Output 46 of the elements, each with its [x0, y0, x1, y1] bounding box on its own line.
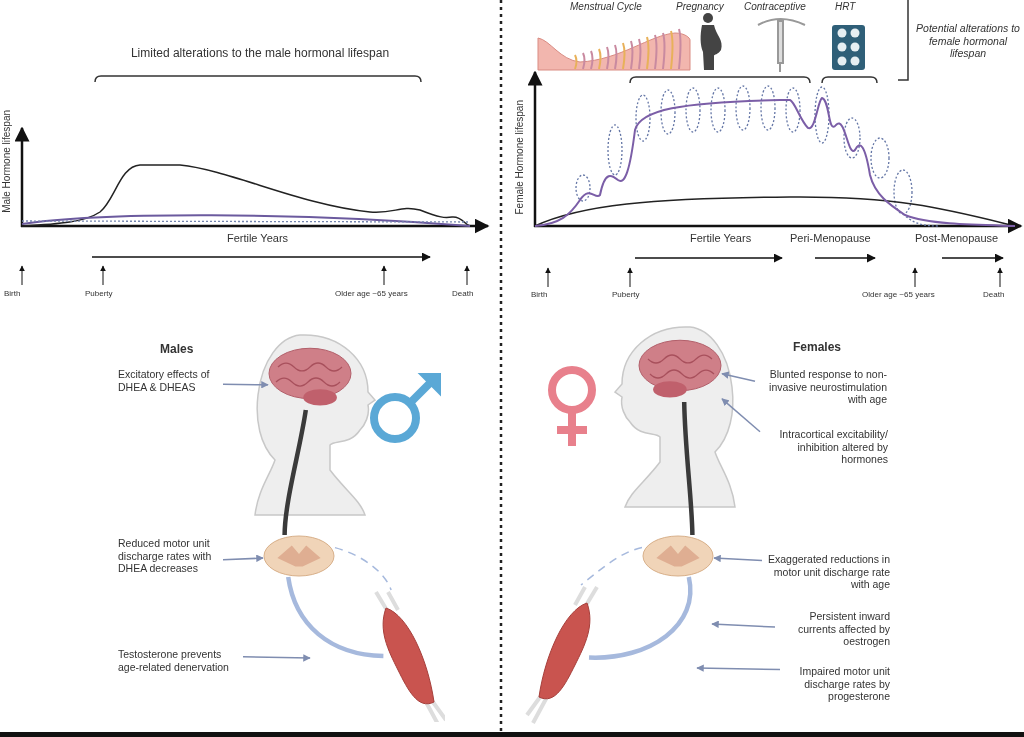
timeline-label: Older age ~65 years — [335, 289, 408, 299]
arrow — [713, 554, 763, 563]
icon-caption: HRT — [835, 1, 856, 13]
arrow — [711, 620, 776, 629]
timeline-label: Puberty — [612, 290, 640, 300]
callout-text: Impaired motor unit discharge rates by progesterone — [780, 665, 890, 703]
arrow — [696, 664, 781, 672]
callout-text: Blunted response to non-invasive neurostimulation with age — [755, 368, 887, 406]
timeline-label: Puberty — [85, 289, 113, 299]
axis-title: Female Hormone lifespan — [514, 100, 526, 215]
arrow — [721, 398, 761, 433]
panel-heading: Males — [160, 342, 194, 357]
phase-label: Peri-Menopause — [790, 232, 871, 246]
callout-text: Exaggerated reductions in motor unit discharge rate with age — [762, 553, 890, 591]
callout-text: Intracortical excitability/ inhibition altered by hormones — [760, 428, 888, 466]
callout-text: Excitatory effects of DHEA & DHEAS — [118, 368, 223, 394]
spinal-cord-drawing — [642, 535, 714, 577]
arrow — [242, 654, 311, 662]
timeline-label: Older age ~65 years — [862, 290, 935, 300]
nerve-line — [580, 546, 643, 586]
panel-heading: Females — [793, 340, 842, 355]
nerve-line — [681, 401, 695, 536]
spinal-cord-drawing — [263, 535, 335, 577]
phase-label: Fertile Years — [690, 232, 752, 246]
callout-text: Persistent inward currents affected by oestrogen — [775, 610, 890, 648]
timeline-label: Birth — [4, 289, 21, 299]
icon-caption: Pregnancy — [676, 1, 724, 13]
icon-caption: Contraceptive — [744, 1, 806, 13]
callout-text: Testosterone prevents age-related denervation — [118, 648, 243, 674]
bracket-caption: Potential alterations to female hormonal lifespan — [915, 22, 1021, 60]
timeline-label: Death — [983, 290, 1005, 300]
callout-text: Reduced motor unit discharge rates with DHEA decreases — [118, 537, 223, 575]
timeline-label: Death — [452, 289, 474, 299]
nerve-line — [588, 576, 693, 660]
nerve-line — [334, 546, 392, 591]
axis-title: Male Hormone lifespan — [1, 110, 13, 213]
timeline-label: Birth — [531, 290, 548, 300]
icon-caption: Menstrual Cycle — [570, 1, 642, 13]
arrow — [721, 371, 756, 382]
nerve-line — [282, 409, 309, 536]
arrow — [222, 554, 264, 563]
phase-label: Fertile Years — [225, 232, 290, 246]
nerve-line — [286, 576, 384, 659]
bracket-caption: Limited alterations to the male hormonal lifespan — [129, 46, 391, 61]
phase-label: Post-Menopause — [915, 232, 999, 246]
arrow — [222, 381, 269, 389]
